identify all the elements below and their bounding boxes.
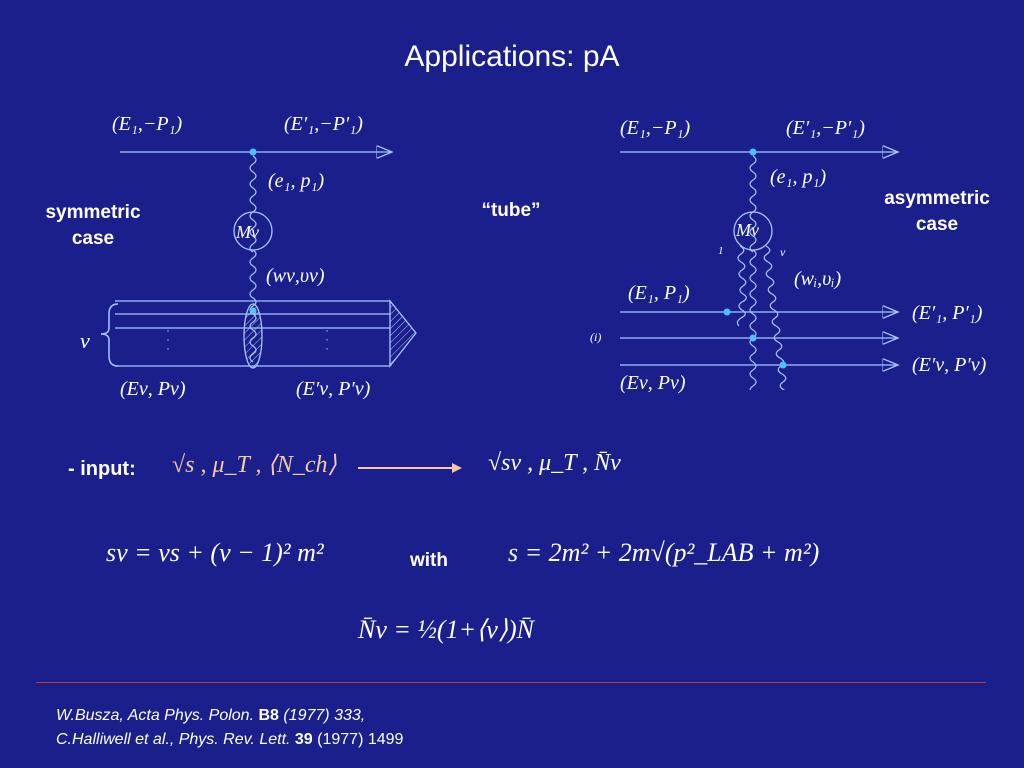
tube-arrowhead: [389, 299, 417, 368]
equation-n-nu: N̄ν = ½(1+⟨ν⟩)N̄: [358, 615, 534, 644]
gluon-top: [249, 155, 257, 253]
left-exchange: (e₁, p₁): [268, 170, 325, 192]
right-nucleon-out-nu: (E′ν, P′ν): [912, 354, 987, 376]
tube-cut: [243, 303, 263, 369]
page-title: Applications: pA: [404, 40, 620, 73]
right-lower-exchange: (wᵢ,υᵢ): [794, 268, 842, 290]
symmetric-label-line1: symmetric: [45, 202, 141, 223]
symmetric-label-line2: case: [71, 228, 115, 249]
nu-brace: [100, 303, 119, 367]
reference-2-journal: C.Halliwell et al., Phys. Rev. Lett.: [56, 731, 291, 748]
right-index-1: 1: [718, 245, 724, 257]
left-dots-b: · · ·: [325, 323, 329, 355]
right-blob-label: Mν: [736, 220, 759, 240]
right-top-in: (E₁,−P₁): [620, 117, 691, 139]
reference-1-rest: (1977) 333,: [283, 707, 366, 724]
left-bottom-out: (E′ν, P′ν): [296, 378, 371, 400]
left-dots-a: · · ·: [166, 323, 170, 355]
vertex-dot: [249, 148, 257, 156]
input-label: - input:: [68, 458, 136, 480]
left-nu: ν: [80, 328, 90, 353]
left-blob-label: Mν: [236, 222, 259, 242]
right-nucleon-out-1: (E′₁, P′₁): [912, 302, 983, 324]
right-top-out: (E′₁,−P′₁): [786, 117, 865, 139]
input-arrow: [358, 463, 462, 473]
left-bottom-in: (Eν, Pν): [120, 378, 186, 400]
right-index-nu: ν: [780, 245, 786, 259]
left-top-out: (E′₁,−P′₁): [284, 113, 363, 135]
right-nucleon-in-nu: (Eν, Pν): [620, 372, 686, 394]
reference-1: W.Busza, Acta Phys. Polon. B8 (1977) 333…: [56, 704, 403, 728]
reference-2-rest: (1977) 1499: [317, 731, 404, 748]
reference-2: C.Halliwell et al., Phys. Rev. Lett. 39 …: [56, 728, 403, 752]
reference-1-journal: W.Busza, Acta Phys. Polon.: [56, 707, 255, 724]
right-exchange: (e₁, p₁): [770, 166, 827, 188]
right-i-label: (i): [590, 330, 602, 344]
symmetric-label: symmetric case: [38, 200, 148, 252]
asymmetric-label: asymmetric case: [860, 186, 1014, 238]
equation-s-nu: sν = νs + (ν − 1)² m²: [106, 538, 324, 567]
equation-s: s = 2m² + 2m√(p²_LAB + m²): [508, 538, 820, 567]
asymmetric-diagram: [620, 100, 910, 390]
reference-1-volume: B8: [258, 707, 279, 724]
input-right-formula: √sν , μ_T , N̄ν: [488, 450, 621, 476]
references: W.Busza, Acta Phys. Polon. B8 (1977) 333…: [56, 704, 403, 752]
input-left-formula: √s , μ_T , ⟨N_ch⟩: [172, 452, 337, 478]
reference-2-volume: 39: [294, 731, 313, 748]
left-top-in: (E₁,−P₁): [112, 113, 183, 135]
left-lower-exchange: (wν,υν): [266, 265, 325, 287]
asymmetric-label-line2: case: [915, 214, 959, 235]
right-nucleon-in-1: (E₁, P₁): [628, 282, 690, 304]
symmetric-diagram: [100, 100, 417, 369]
asymmetric-label-line1: asymmetric: [884, 188, 990, 209]
with-label: with: [410, 550, 448, 571]
footer-rule: [36, 682, 986, 683]
tube-label: “tube”: [481, 200, 541, 221]
